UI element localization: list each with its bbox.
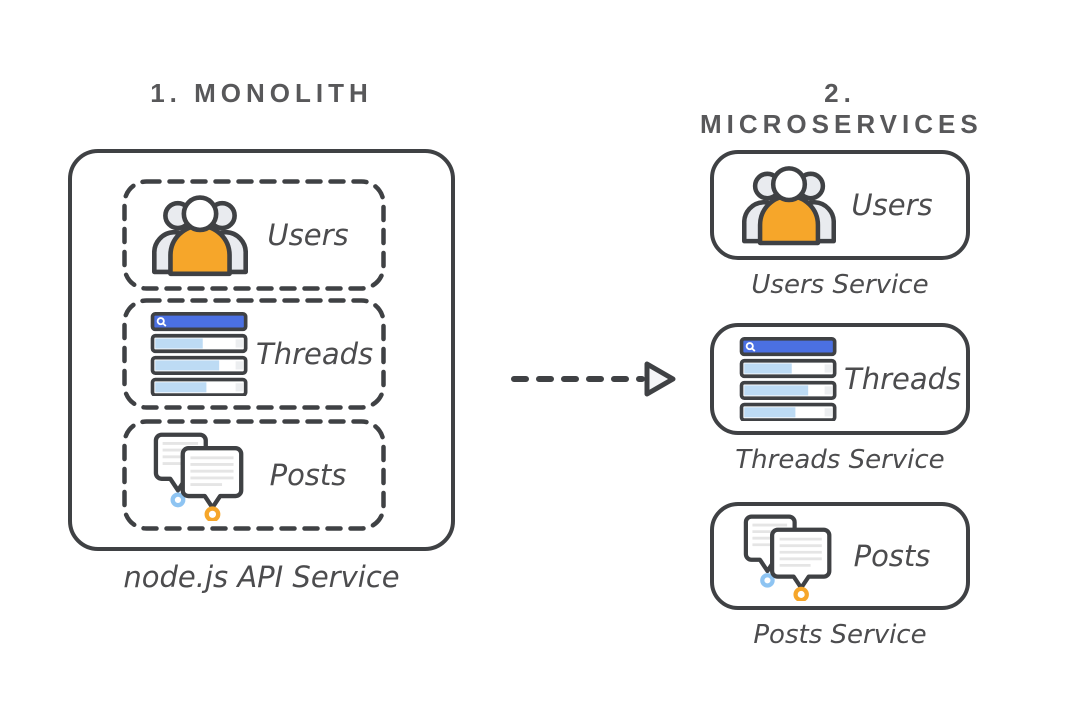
threads-icon xyxy=(144,312,256,396)
service-posts: Posts Posts Service xyxy=(710,502,970,650)
monolith-title: 1. MONOLITH xyxy=(150,78,373,108)
monolith-module-threads: Threads xyxy=(122,298,386,410)
module-label-threads: Threads xyxy=(256,337,374,371)
service-caption-threads: Threads Service xyxy=(735,445,945,475)
service-label-users: Users xyxy=(851,188,933,222)
users-icon xyxy=(144,192,256,278)
module-label-posts: Posts xyxy=(269,458,347,492)
service-label-posts: Posts xyxy=(853,539,931,573)
monolith-module-users: Users xyxy=(122,179,386,291)
dashed-arrow-right-icon xyxy=(506,357,676,401)
service-label-threads: Threads xyxy=(844,362,962,396)
monolith-module-posts: Posts xyxy=(122,419,386,531)
service-box-users: Users xyxy=(710,150,970,260)
service-box-threads: Threads xyxy=(710,323,970,435)
module-label-users: Users xyxy=(267,218,349,252)
posts-icon xyxy=(734,511,844,601)
users-icon xyxy=(734,163,844,247)
threads-icon xyxy=(734,337,844,421)
posts-icon xyxy=(144,429,256,521)
service-caption-posts: Posts Service xyxy=(753,620,927,650)
service-users: Users Users Service xyxy=(710,150,970,300)
monolith-caption: node.js API Service xyxy=(123,560,400,594)
service-caption-users: Users Service xyxy=(751,270,929,300)
monolith-container-box: Users xyxy=(68,149,455,551)
microservices-title: 2. MICROSERVICES xyxy=(700,78,983,139)
service-box-posts: Posts xyxy=(710,502,970,610)
service-threads: Threads Threads Service xyxy=(710,323,970,475)
